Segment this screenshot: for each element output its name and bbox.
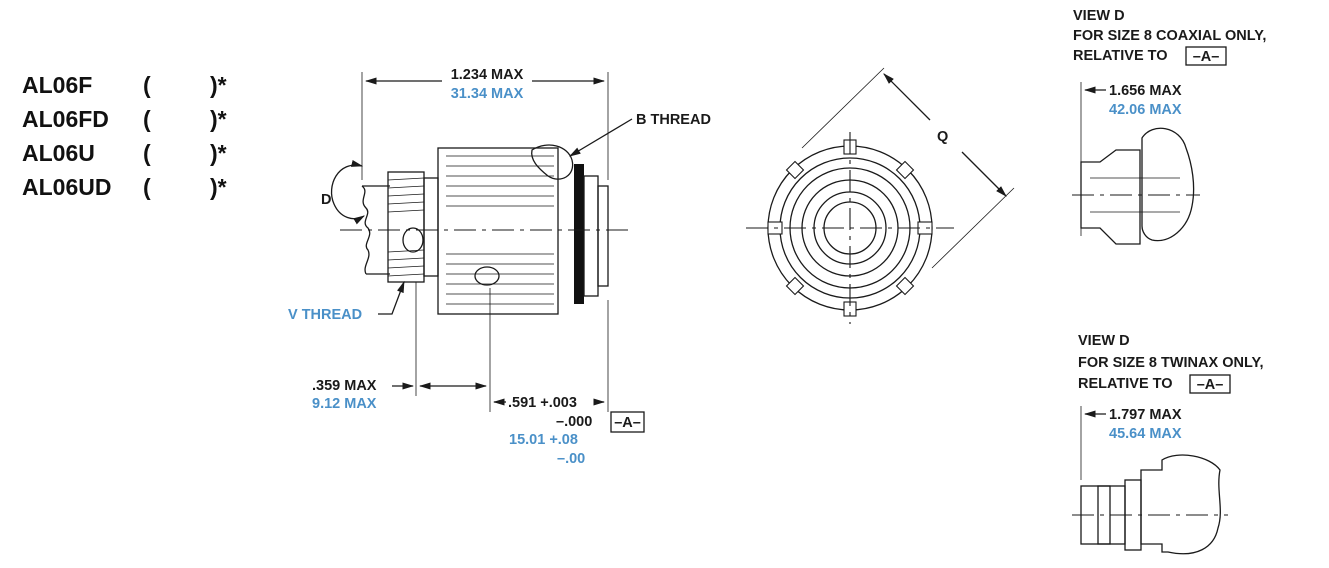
side-view: 1.234 MAX 31.34 MAX B THREAD V THREAD (288, 67, 711, 467)
view-d-twinax-datum: –A– (1197, 377, 1224, 393)
view-d-twinax-line3: RELATIVE TO (1078, 376, 1173, 392)
view-d-coax-dim: 1.656 MAX (1109, 83, 1182, 99)
part-number-al06ud-close: )* (210, 174, 227, 200)
part-number-list: AL06F ( )* AL06FD ( )* AL06U ( )* AL06UD… (22, 72, 227, 200)
view-d-coax-title: VIEW D (1073, 8, 1125, 24)
coupling-nut (437, 147, 559, 315)
v-thread-detent (402, 227, 424, 253)
datum-a-label: –A– (614, 415, 641, 431)
part-number-al06f-close: )* (210, 72, 227, 98)
coax-cable-break (1141, 127, 1195, 242)
coupling-nut-knurl (446, 155, 554, 305)
view-d-callout: D (321, 192, 331, 208)
view-d-coax-datum: –A– (1193, 49, 1220, 65)
overall-length-metric-label: 31.34 MAX (451, 86, 524, 102)
part-number-al06ud: AL06UD (22, 174, 111, 200)
datum-a-box (610, 411, 645, 433)
view-d-coax-line2: FOR SIZE 8 COAXIAL ONLY, (1073, 28, 1266, 44)
part-number-al06ud-open: ( (143, 174, 151, 200)
view-d-coax-dim-metric: 42.06 MAX (1109, 102, 1182, 118)
view-d-coaxial: VIEW D FOR SIZE 8 COAXIAL ONLY, RELATIVE… (1072, 8, 1266, 245)
coax-contact-body (1080, 149, 1141, 245)
dim-359-label: .359 MAX (312, 378, 377, 394)
part-number-al06fd-open: ( (143, 106, 151, 132)
view-d-twinax-dim: 1.797 MAX (1109, 407, 1182, 423)
b-thread-cutaway (531, 144, 574, 180)
v-thread-label: V THREAD (288, 307, 362, 323)
dim-591-metric-minus-label: –.00 (557, 451, 585, 467)
view-d-coax-line3: RELATIVE TO (1073, 48, 1168, 64)
dim-591-label: .591 +.003 (508, 395, 577, 411)
view-d-twinax: VIEW D FOR SIZE 8 TWINAX ONLY, RELATIVE … (1072, 333, 1264, 555)
b-thread-label: B THREAD (636, 112, 711, 128)
part-number-al06f-open: ( (143, 72, 151, 98)
gasket-band (574, 164, 584, 304)
v-thread-body (387, 171, 425, 283)
part-number-al06fd-close: )* (210, 106, 227, 132)
dim-591-minus-label: –.000 (556, 414, 592, 430)
view-d-twinax-title: VIEW D (1078, 333, 1130, 349)
dim-591-metric-label: 15.01 +.08 (509, 432, 578, 448)
view-d-twinax-line2: FOR SIZE 8 TWINAX ONLY, (1078, 355, 1264, 371)
view-d-twinax-dim-metric: 45.64 MAX (1109, 426, 1182, 442)
part-number-al06u-close: )* (210, 140, 227, 166)
coupling-nut-pin (474, 266, 500, 286)
view-d-arrow (330, 160, 366, 225)
view-d-coax-datum-box (1185, 46, 1227, 66)
part-number-al06u: AL06U (22, 140, 95, 166)
part-number-al06f: AL06F (22, 72, 92, 98)
front-view: Q (746, 67, 1015, 324)
overall-length-label: 1.234 MAX (451, 67, 524, 83)
part-number-al06fd: AL06FD (22, 106, 109, 132)
twinax-cable-break (1140, 454, 1221, 555)
dim-359-metric-label: 9.12 MAX (312, 396, 377, 412)
part-number-al06u-open: ( (143, 140, 151, 166)
v-thread-teeth (387, 177, 425, 277)
q-dimension-label: Q (937, 129, 948, 145)
view-d-twinax-datum-box (1189, 374, 1231, 394)
